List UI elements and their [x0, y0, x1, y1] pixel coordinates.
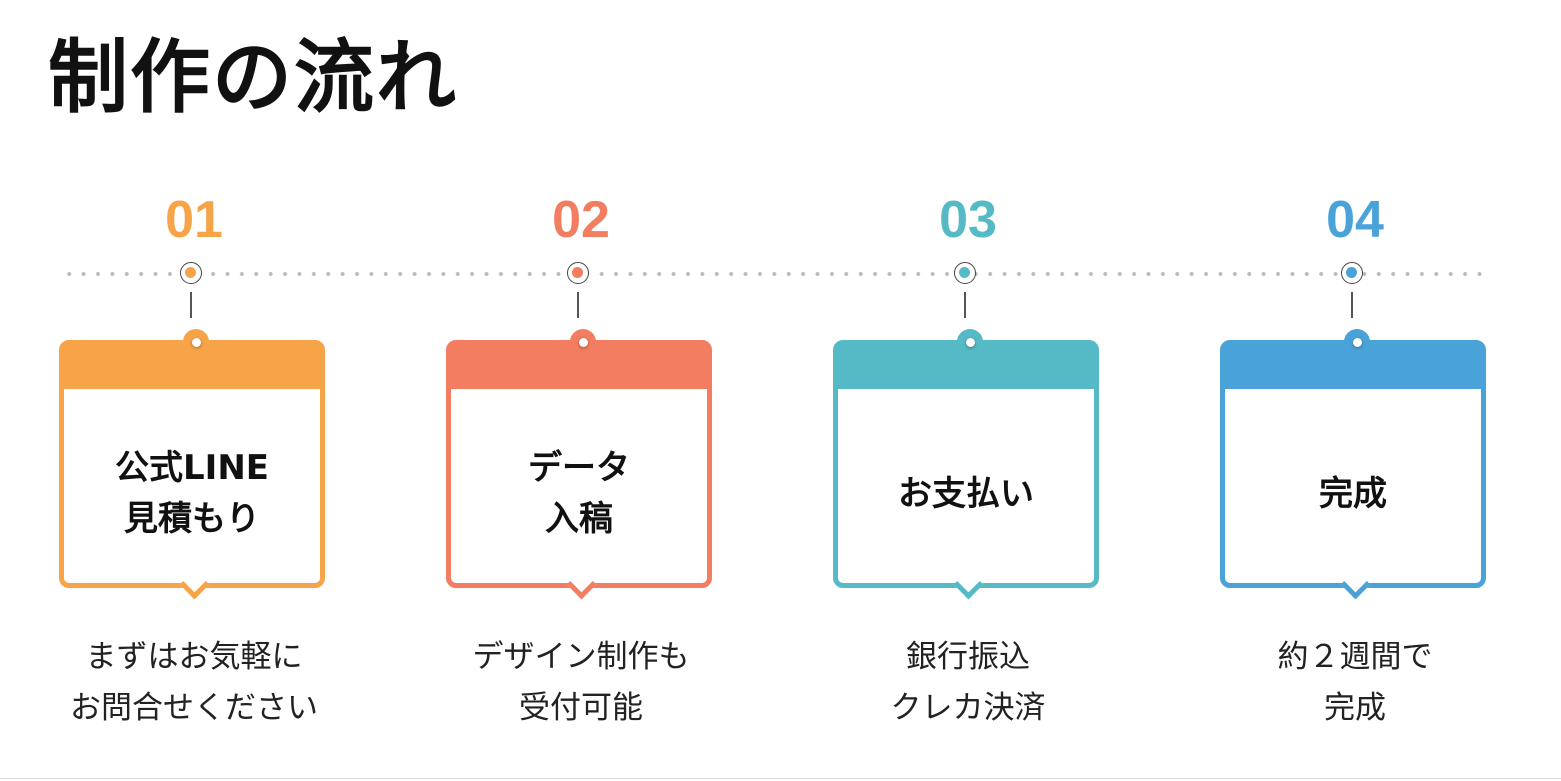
step-number: 03	[939, 191, 997, 249]
step-label-line: 入稿	[545, 499, 613, 539]
step-description-line: お問合せください	[70, 690, 318, 727]
timeline-marker-icon	[954, 262, 976, 284]
pin-icon	[1344, 329, 1370, 355]
step-card: 完成	[1220, 329, 1486, 600]
step-description: デザイン制作も受付可能	[406, 632, 756, 734]
step-label: お支払い	[838, 405, 1094, 583]
step-description-line: クレカ決済	[890, 690, 1046, 727]
timeline-marker-icon	[180, 262, 202, 284]
pin-icon	[183, 329, 209, 355]
step-card: データ入稿	[446, 329, 712, 600]
step-description-line: まずはお気軽に	[85, 639, 303, 675]
step-description-line: デザイン制作も	[472, 639, 690, 675]
step-description-line: 受付可能	[519, 690, 643, 727]
step-description-line: 約２週間で	[1277, 639, 1433, 675]
pin-icon	[570, 329, 596, 355]
step-label-line: 公式LINE	[115, 448, 269, 488]
step-card: お支払い	[833, 329, 1099, 600]
step-label: 公式LINE 見積もり	[64, 405, 320, 583]
step-label-line: データ	[528, 448, 630, 488]
page-title: 制作の流れ	[48, 31, 458, 124]
step-description: 約２週間で完成	[1180, 632, 1530, 734]
connector-line	[1351, 292, 1353, 318]
connector-line	[190, 292, 192, 318]
timeline-marker-icon	[567, 262, 589, 284]
pin-icon	[957, 329, 983, 355]
timeline-dotted-line	[62, 272, 1489, 276]
step-number: 02	[552, 191, 610, 249]
divider	[0, 778, 1561, 779]
step-number: 04	[1326, 191, 1384, 249]
timeline-marker-icon	[1341, 262, 1363, 284]
connector-line	[964, 292, 966, 318]
step-description: 銀行振込クレカ決済	[793, 632, 1143, 734]
step-card: 公式LINE 見積もり	[59, 329, 325, 600]
step-label: データ入稿	[451, 405, 707, 583]
step-description-line: 銀行振込	[906, 639, 1030, 675]
step-description: まずはお気軽にお問合せください	[19, 632, 369, 734]
connector-line	[577, 292, 579, 318]
step-number: 01	[165, 191, 223, 249]
step-label-line: 完成	[1319, 473, 1387, 514]
step-label-line: 見積もり	[124, 499, 260, 539]
step-description-line: 完成	[1324, 690, 1386, 727]
step-label: 完成	[1225, 405, 1481, 583]
step-label-line: お支払い	[898, 473, 1034, 514]
